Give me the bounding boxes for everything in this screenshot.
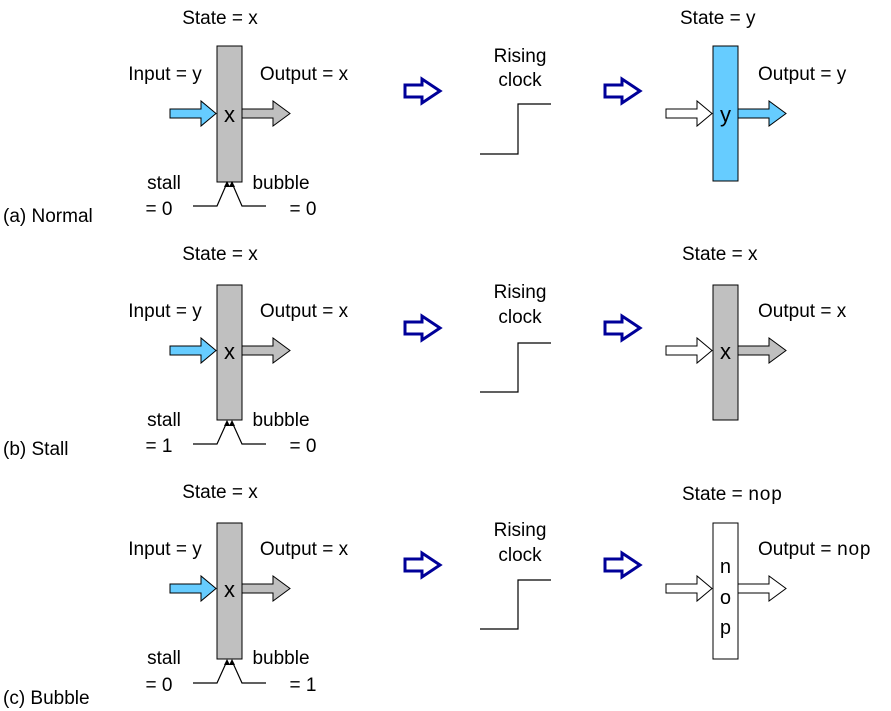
bubble-line: [231, 421, 266, 445]
rising-clock-waveform: [480, 103, 551, 155]
input-arrow: [169, 336, 217, 365]
input-label: Input = y: [128, 301, 202, 322]
output-arrow: [241, 337, 291, 364]
register-box-before: [216, 45, 243, 183]
clock-label-line2: clock: [498, 307, 542, 328]
stall-label: stall: [147, 173, 181, 194]
input-arrow-after: [665, 336, 713, 365]
bubble-label: bubble: [252, 173, 309, 194]
register-value-after-char-2: o: [719, 588, 731, 611]
output-after-label: Output = x: [758, 301, 847, 322]
bubble-arrowhead: [229, 659, 235, 665]
clock-label-line1: Rising: [494, 46, 547, 67]
row-caption: (c) Bubble: [3, 688, 90, 709]
state-after-label: State = x: [682, 244, 758, 265]
bubble-label: bubble: [252, 410, 309, 431]
register-box-after: [712, 284, 739, 421]
register-box-after: [712, 45, 739, 182]
bubble-label: bubble: [252, 648, 309, 669]
clock-label-line1: Rising: [494, 282, 547, 303]
bubble-value: = 1: [290, 675, 317, 696]
register-value-after-char-1: n: [719, 557, 731, 580]
bubble-line: [231, 182, 266, 207]
input-arrow: [169, 574, 217, 603]
stall-value: = 0: [146, 199, 173, 220]
bubble-value: = 0: [290, 199, 317, 220]
row-caption: (b) Stall: [3, 439, 68, 460]
output-before-label: Output = x: [260, 539, 349, 560]
stall-value: = 1: [146, 436, 173, 457]
register-value-before: x: [224, 577, 235, 602]
register-box-before: [216, 284, 243, 421]
stall-arrowhead: [224, 181, 230, 187]
stall-arrowhead: [224, 420, 230, 426]
output-after-label: Output = nop: [758, 539, 871, 561]
register-value-before: x: [224, 102, 235, 127]
bubble-arrowhead: [229, 181, 235, 187]
clock-label-line1: Rising: [494, 520, 547, 541]
stall-label: stall: [147, 648, 181, 669]
input-label: Input = y: [128, 539, 202, 560]
transition-arrow-1: [403, 76, 443, 106]
transition-arrow-2: [603, 550, 643, 580]
output-arrow-after: [737, 337, 787, 364]
stall-line: [193, 660, 228, 684]
clock-label-line2: clock: [498, 545, 542, 566]
input-arrow-after: [665, 574, 713, 603]
output-before-label: Output = x: [260, 301, 349, 322]
output-arrow: [241, 100, 291, 127]
transition-arrow-1: [403, 313, 443, 343]
bubble-arrowhead: [229, 420, 235, 426]
rising-clock-waveform: [480, 342, 551, 393]
input-arrow-after: [665, 99, 713, 128]
register-value-after: y: [720, 102, 731, 127]
stall-arrowhead: [224, 659, 230, 665]
row-stall: State = x Input = y Output = x x stall =…: [3, 244, 847, 460]
row-bubble: State = x Input = y Output = x x stall =…: [3, 482, 871, 709]
state-after-label: State = y: [680, 8, 756, 29]
row-normal: State = x Input = y Output = x x stall =…: [3, 8, 847, 227]
stall-label: stall: [147, 410, 181, 431]
output-arrow: [241, 575, 291, 602]
input-label: Input = y: [128, 64, 202, 85]
output-after-label: Output = y: [758, 64, 847, 85]
state-after-label: State = nop: [682, 484, 782, 506]
state-before-label: State = x: [182, 482, 258, 503]
transition-arrow-2: [603, 313, 643, 343]
bubble-value: = 0: [290, 436, 317, 457]
rising-clock-waveform: [480, 579, 551, 630]
bubble-line: [231, 660, 266, 684]
transition-arrow-2: [603, 76, 643, 106]
output-before-label: Output = x: [260, 64, 349, 85]
transition-arrow-1: [403, 550, 443, 580]
register-value-after: x: [720, 339, 731, 364]
register-value-before: x: [224, 339, 235, 364]
clock-label-line2: clock: [498, 70, 542, 91]
row-caption: (a) Normal: [3, 206, 93, 227]
stall-line: [193, 182, 228, 207]
output-arrow-after: [737, 100, 787, 127]
stall-line: [193, 421, 228, 445]
state-before-label: State = x: [182, 8, 258, 29]
register-value-after-char-3: p: [719, 618, 731, 641]
state-before-label: State = x: [182, 244, 258, 265]
output-arrow-after: [737, 575, 787, 602]
input-arrow: [169, 99, 217, 128]
stall-value: = 0: [146, 675, 173, 696]
